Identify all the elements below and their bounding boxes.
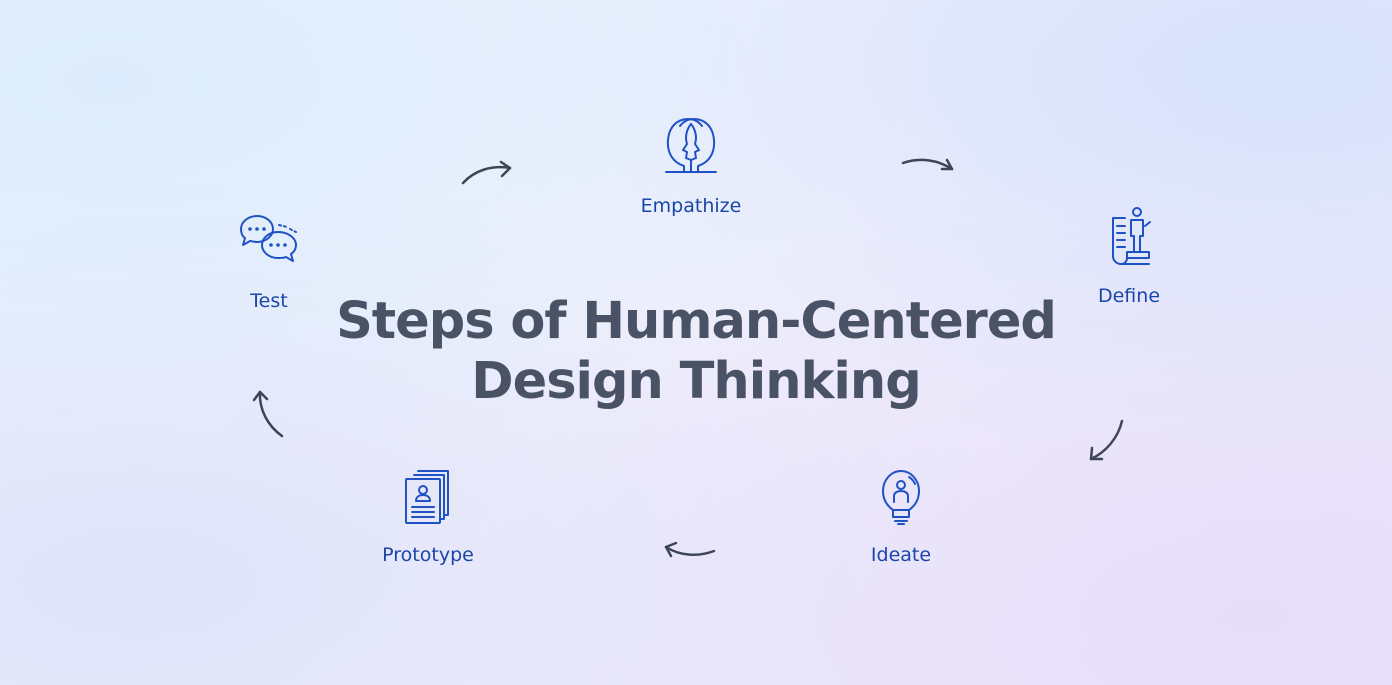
title-line-1: Steps of Human-Centered [336, 292, 1057, 351]
step-label-test: Test [250, 290, 288, 312]
lightbulb-person-icon [882, 470, 920, 525]
step-empathize: Empathize [601, 116, 781, 217]
title-line-2: Design Thinking [471, 352, 921, 411]
step-label-empathize: Empathize [640, 195, 742, 217]
person-on-document-icon [1112, 207, 1151, 265]
step-ideate: Ideate [811, 468, 991, 566]
step-define: Define [1039, 206, 1219, 307]
step-test: Test [179, 212, 359, 312]
step-label-prototype: Prototype [382, 544, 474, 566]
stacked-profile-cards-icon [405, 470, 449, 524]
chat-bubbles-icon [240, 215, 297, 262]
two-heads-icon [665, 118, 717, 173]
step-prototype: Prototype [338, 468, 518, 566]
step-label-define: Define [1097, 285, 1161, 307]
diagram-title: Steps of Human-Centered Design Thinking [296, 292, 1096, 412]
step-label-ideate: Ideate [870, 544, 932, 566]
